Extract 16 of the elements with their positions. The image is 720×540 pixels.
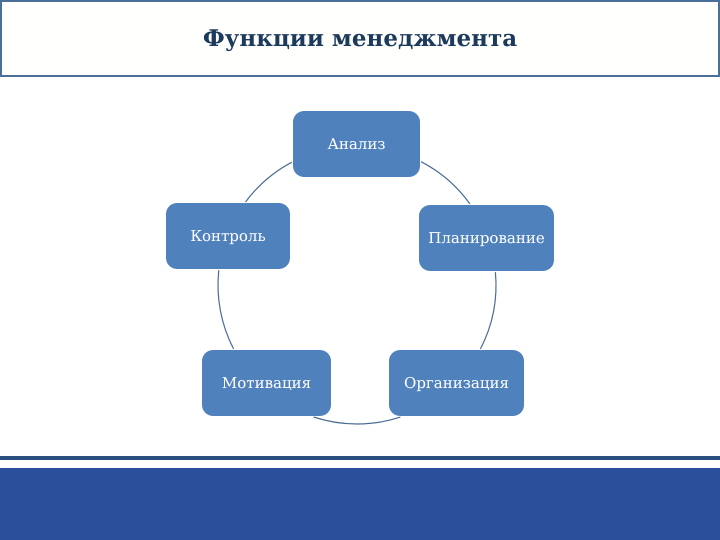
function-box xyxy=(202,350,331,416)
function-label: Контроль xyxy=(190,226,266,246)
function-label: Организация xyxy=(404,373,509,393)
function-label: Мотивация xyxy=(222,373,312,393)
function-box xyxy=(419,205,554,271)
function-box xyxy=(293,111,420,177)
cycle-connector xyxy=(420,161,470,204)
cycle-connector xyxy=(313,416,401,424)
slide-title: Функции менеджмента xyxy=(202,24,518,54)
function-label: Анализ xyxy=(327,134,386,154)
cycle-connector xyxy=(480,272,497,350)
function-label: Планирование xyxy=(428,228,545,248)
cycle-connector xyxy=(217,270,234,350)
cycle-connector xyxy=(245,162,292,202)
function-box xyxy=(166,203,290,269)
function-box xyxy=(389,350,524,416)
